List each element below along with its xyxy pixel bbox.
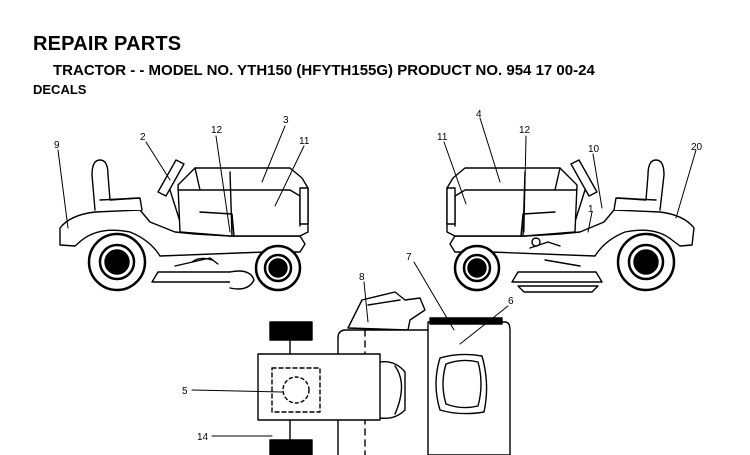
callout-left-3: 3 [283, 115, 289, 126]
callout-left-12: 12 [211, 125, 223, 136]
callout-left-11: 11 [299, 136, 310, 147]
callout-right-1: 1 [588, 204, 594, 215]
page-title: REPAIR PARTS [33, 33, 182, 55]
callout-top-8: 8 [359, 272, 365, 283]
callout-right-12: 12 [519, 125, 531, 136]
right-tractor-illustration [446, 159, 695, 293]
top-view-illustration [257, 291, 511, 455]
left-tractor-illustration [59, 159, 309, 292]
callout-right-20: 20 [691, 142, 703, 153]
leader-lines [57, 117, 697, 437]
callout-right-11: 11 [437, 132, 448, 143]
page-subtitle: TRACTOR - - MODEL NO. YTH150 (HFYTH155G)… [53, 62, 595, 79]
callout-right-10: 10 [588, 144, 600, 155]
callout-left-9: 9 [54, 140, 60, 151]
callout-top-5: 5 [182, 386, 188, 397]
callout-top-14: 14 [197, 432, 209, 443]
callout-top-7: 7 [406, 252, 412, 263]
section-label: DECALS [33, 82, 87, 97]
callout-top-6: 6 [508, 296, 514, 307]
callout-right-4: 4 [476, 109, 482, 120]
callout-left-2: 2 [140, 132, 146, 143]
